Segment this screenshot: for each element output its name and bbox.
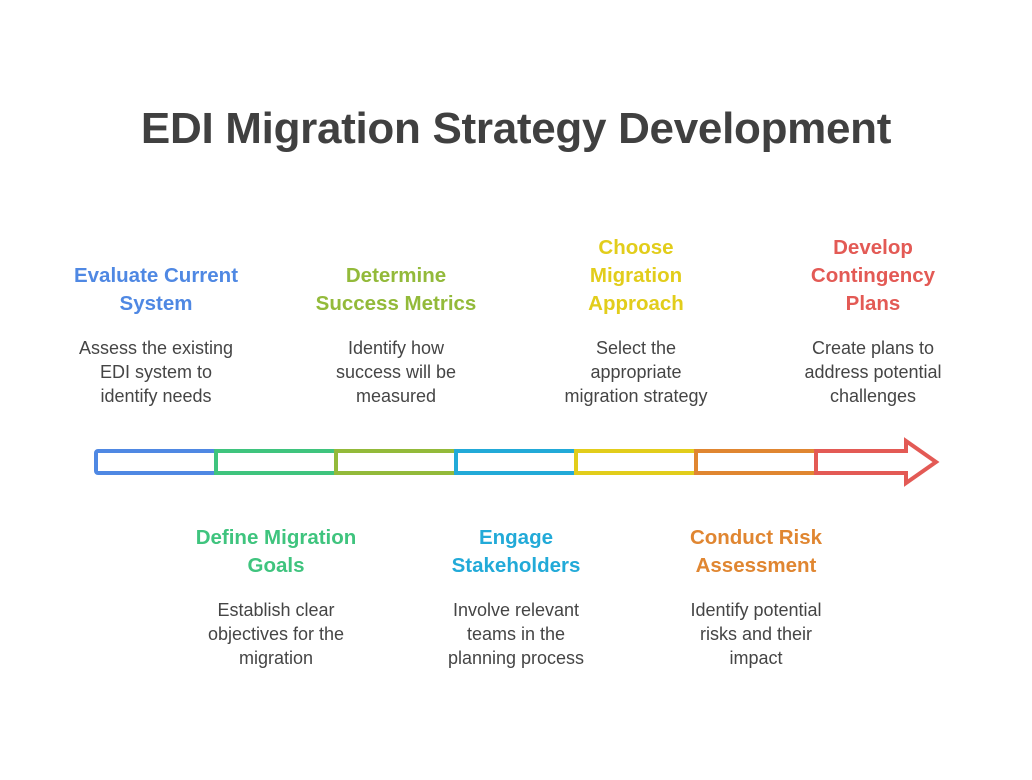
step-description-line: success will be bbox=[335, 362, 457, 382]
step-description-line: address potential bbox=[804, 362, 942, 382]
step-description-line: risks and their bbox=[699, 624, 813, 644]
step-heading-line: Develop bbox=[833, 236, 913, 259]
step-description: Identify how success will be measured bbox=[291, 336, 501, 408]
step-heading-line: Contingency bbox=[810, 264, 936, 287]
timeline-segment bbox=[574, 449, 698, 475]
timeline-segment bbox=[334, 449, 458, 475]
step-description-line: planning process bbox=[447, 648, 585, 668]
step-heading-line: System bbox=[119, 292, 193, 315]
step-description: Identify potential risks and their impact bbox=[651, 598, 861, 670]
step-heading-line: Plans bbox=[845, 292, 901, 315]
step-description-line: Select the bbox=[595, 338, 677, 358]
step-description-line: impact bbox=[729, 648, 783, 668]
step-description-line: identify needs bbox=[100, 386, 212, 406]
step-description-line: Involve relevant bbox=[452, 600, 580, 620]
step-description-line: measured bbox=[355, 386, 437, 406]
timeline-segment bbox=[454, 449, 578, 475]
diagram-title: EDI Migration Strategy Development bbox=[140, 104, 892, 153]
step-description-line: objectives for the bbox=[207, 624, 345, 644]
step-description-line: EDI system to bbox=[99, 362, 213, 382]
step-heading-line: Approach bbox=[588, 292, 684, 315]
step-heading-line: Conduct Risk bbox=[689, 526, 823, 549]
timeline-segment bbox=[694, 449, 818, 475]
arrow-head-segment bbox=[814, 437, 940, 487]
step-description-line: Identify how bbox=[347, 338, 445, 358]
step-heading-line: Assessment bbox=[695, 554, 817, 577]
timeline-segment bbox=[214, 449, 338, 475]
step-description-line: migration bbox=[238, 648, 314, 668]
step-heading-line: Determine bbox=[345, 264, 447, 287]
timeline-segment bbox=[94, 449, 218, 475]
step-description: Select the appropriate migration strategy bbox=[531, 336, 741, 408]
step-description-line: Establish clear bbox=[217, 600, 335, 620]
step-heading-line: Migration bbox=[589, 264, 683, 287]
step-description-line: challenges bbox=[829, 386, 917, 406]
step-description-line: teams in the bbox=[466, 624, 566, 644]
step-description-line: appropriate bbox=[590, 362, 682, 382]
step-heading-line: Evaluate Current bbox=[73, 264, 239, 287]
step-heading-line: Choose bbox=[598, 236, 674, 259]
step-description-line: Assess the existing bbox=[78, 338, 234, 358]
step-heading-line: Engage bbox=[478, 526, 554, 549]
step-heading-line: Stakeholders bbox=[451, 554, 581, 577]
step-heading-line: Success Metrics bbox=[315, 292, 477, 315]
step-description-line: migration strategy bbox=[564, 386, 708, 406]
step-heading-line: Define Migration bbox=[195, 526, 357, 549]
step-description-line: Create plans to bbox=[811, 338, 935, 358]
step-description: Establish clear objectives for the migrati… bbox=[171, 598, 381, 670]
step-heading-line: Goals bbox=[247, 554, 305, 577]
step-description-line: Identify potential bbox=[690, 600, 822, 620]
step-description: Create plans to address potential challeng… bbox=[768, 336, 978, 408]
step-description: Involve relevant teams in the planning pro… bbox=[411, 598, 621, 670]
